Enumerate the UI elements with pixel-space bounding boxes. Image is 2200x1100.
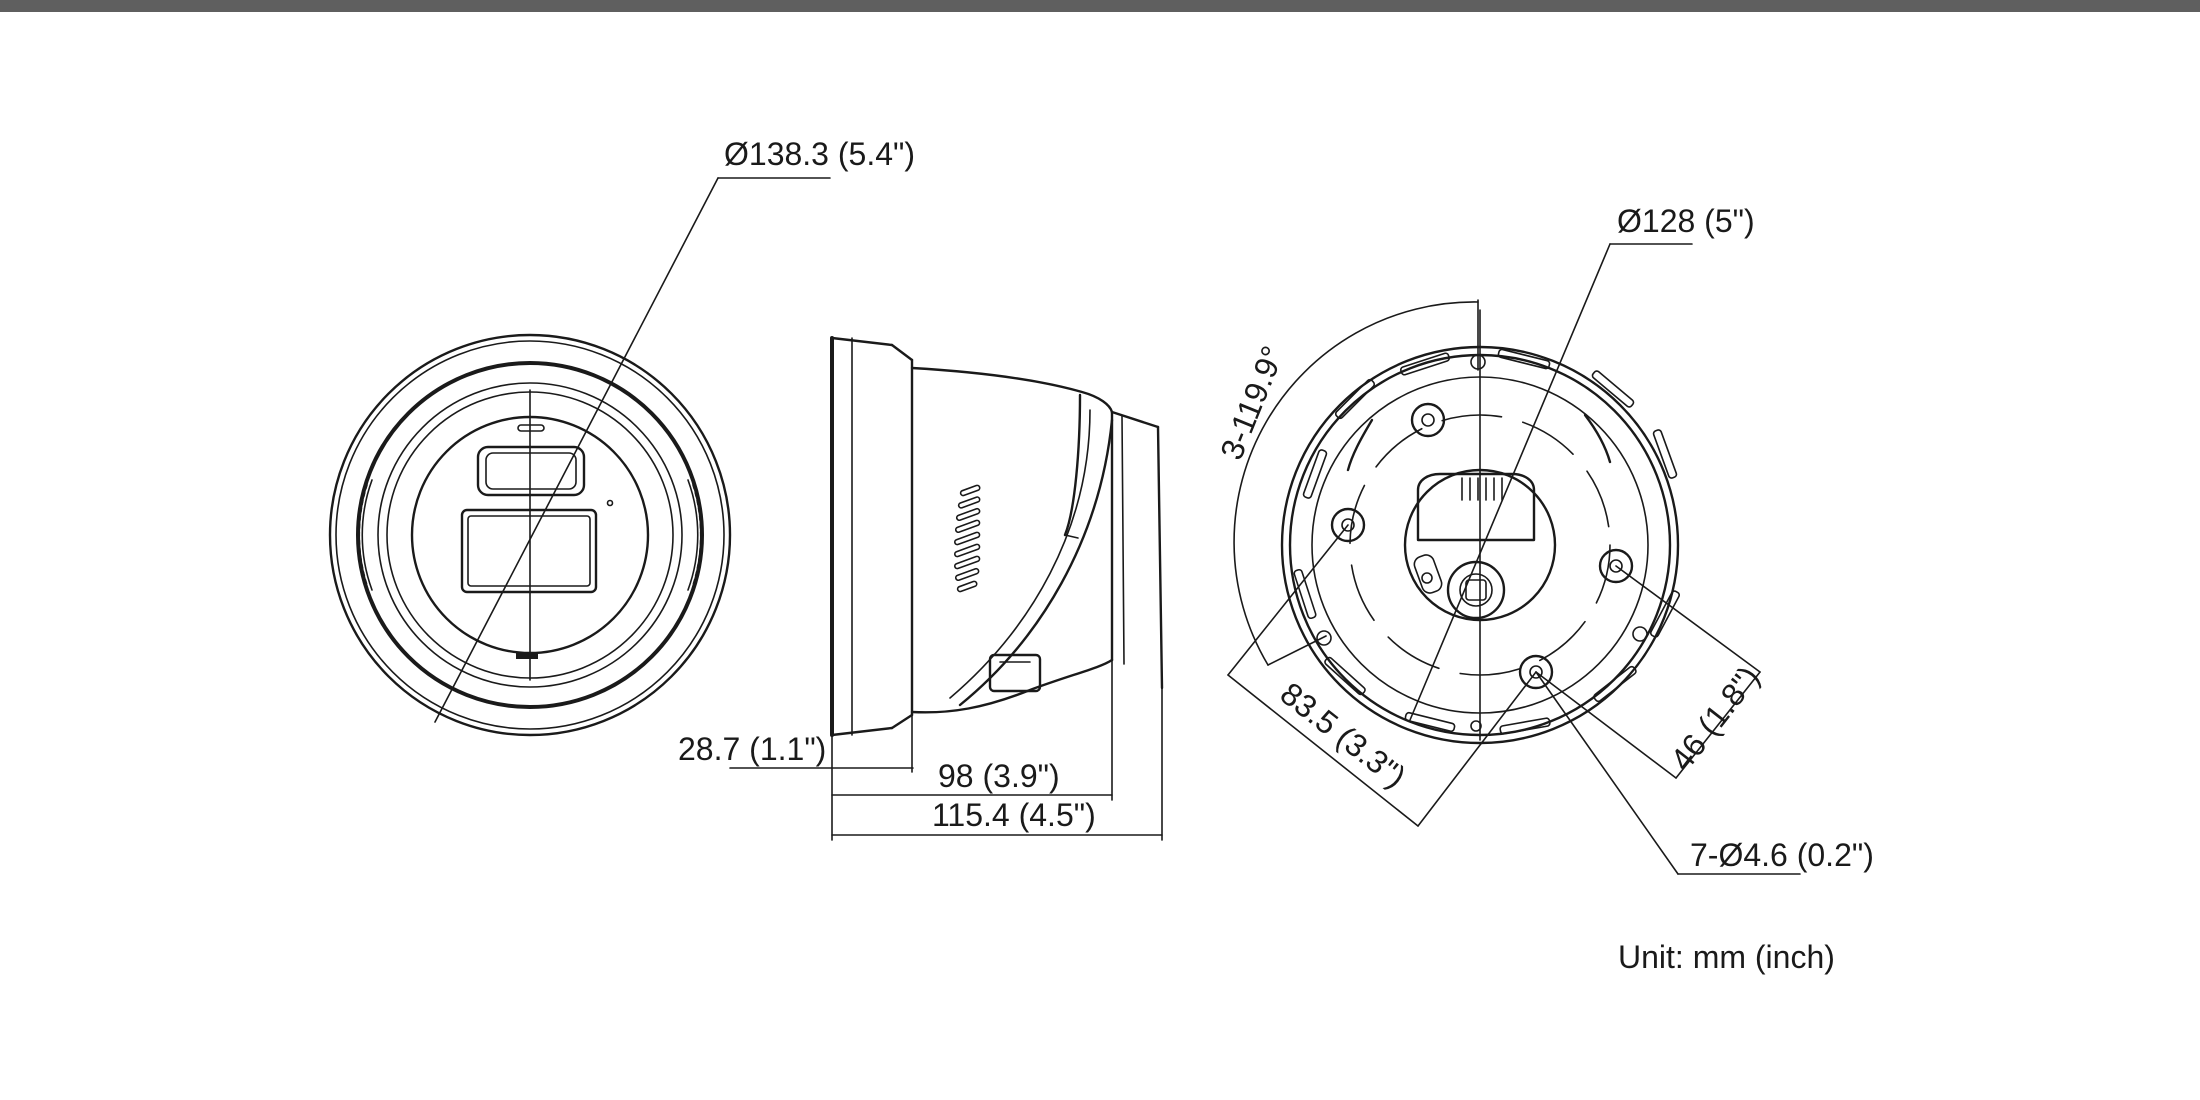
base-holes-label: 7-Ø4.6 (0.2") [1690, 837, 1874, 873]
base-hole-span-label: 83.5 (3.3") [1274, 675, 1413, 795]
front-depth-label: 28.7 (1.1") [678, 731, 826, 767]
front-view [328, 177, 831, 737]
side-body-length-label: 98 (3.9") [938, 758, 1060, 794]
header-bar [0, 0, 2200, 12]
front-diameter-label: Ø138.3 (5.4") [724, 136, 915, 172]
side-view [729, 336, 1164, 841]
unit-note: Unit: mm (inch) [1618, 939, 1835, 975]
base-diameter-label: Ø128 (5") [1617, 203, 1755, 239]
vent-grille [954, 484, 981, 593]
base-hole-offset-label: 46 (1.8") [1663, 659, 1766, 777]
base-view [1227, 243, 1801, 875]
rim-slots [1293, 348, 1681, 735]
side-total-length-label: 115.4 (4.5") [932, 797, 1096, 833]
